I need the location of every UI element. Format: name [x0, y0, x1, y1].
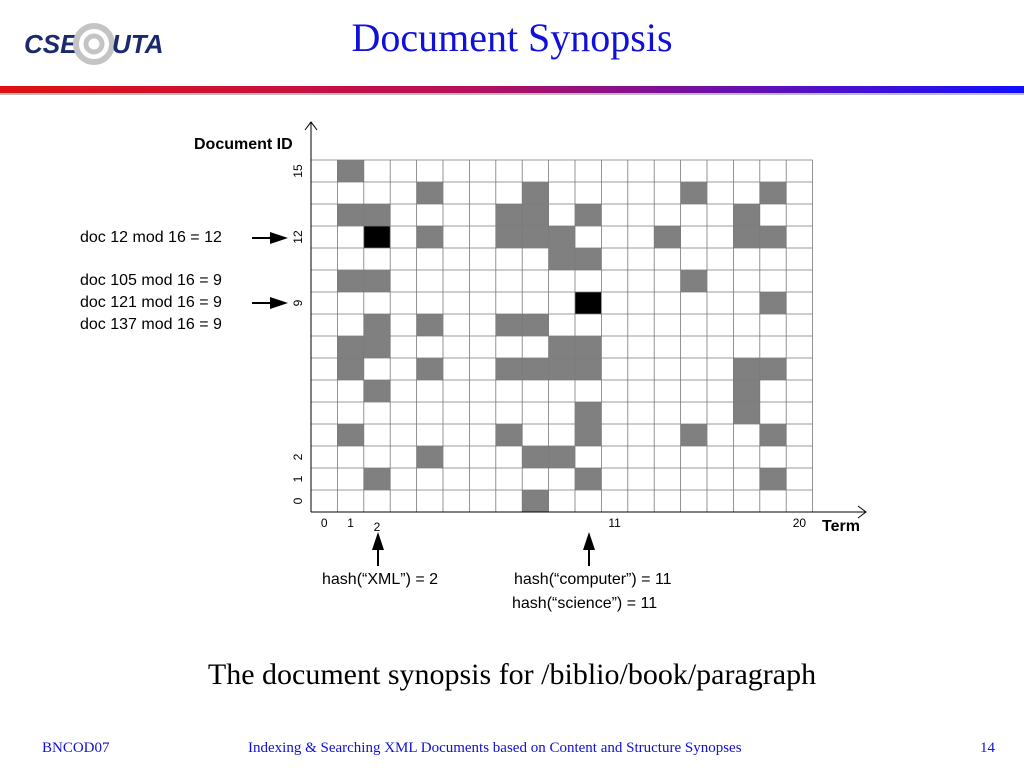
x-tick-label: 11	[608, 516, 621, 530]
grid-cell-filled	[548, 248, 575, 270]
grid-cell-filled	[680, 182, 707, 204]
grid-cell-filled	[522, 358, 549, 380]
doc-note-137: doc 137 mod 16 = 9	[80, 316, 222, 333]
grid-cell-filled	[575, 424, 602, 446]
grid-cell-filled	[522, 182, 549, 204]
grid-cell-filled	[522, 204, 549, 226]
grid-cell-filled	[575, 358, 602, 380]
footer-talk-title: Indexing & Searching XML Documents based…	[248, 740, 742, 756]
pointer-arrow-doc-9-head	[270, 297, 288, 309]
title-divider-shadow	[0, 93, 1024, 95]
grid-cell-filled	[363, 204, 391, 226]
y-tick-label: 0	[291, 497, 305, 505]
grid-cell-filled	[363, 468, 391, 490]
grid-cell-filled	[495, 226, 523, 248]
slide-title: Document Synopsis	[351, 15, 673, 60]
grid-cell-filled	[416, 182, 443, 204]
x-tick-label: 0	[320, 516, 328, 530]
grid-cell-filled	[416, 314, 443, 336]
grid-cell-filled	[337, 204, 364, 226]
logo-text-uta: UTA	[112, 29, 164, 59]
grid-cell-filled	[733, 204, 760, 226]
logo-text-cse: CSE	[24, 29, 78, 59]
grid-cell-filled	[522, 314, 549, 336]
doc-note-121: doc 121 mod 16 = 9	[80, 294, 222, 311]
grid-cell-filled	[759, 468, 787, 490]
title-divider	[0, 86, 1024, 93]
grid-cell-filled	[548, 358, 575, 380]
hash-label-science: hash(“science”) = 11	[512, 595, 658, 612]
grid-cell-filled	[363, 380, 391, 402]
pointer-arrow-term-11-head	[583, 532, 595, 550]
grid-cell-filled	[575, 204, 602, 226]
hash-label-xml: hash(“XML”) = 2	[322, 571, 439, 588]
grid-cell-filled	[363, 314, 391, 336]
grid-cell-filled	[680, 424, 707, 446]
grid-cell-filled	[337, 358, 364, 380]
slide-caption: The document synopsis for /biblio/book/p…	[207, 658, 817, 691]
grid-cell-filled	[759, 182, 787, 204]
grid-cell-filled	[522, 446, 549, 468]
grid-cell-filled	[495, 314, 523, 336]
grid-cell-filled	[654, 226, 681, 248]
doc-note-105: doc 105 mod 16 = 9	[80, 272, 222, 289]
grid-cell-filled	[733, 226, 760, 248]
grid-cell-filled	[522, 490, 549, 512]
cse-uta-logo: CSE UTA	[24, 23, 164, 65]
hash-label-computer: hash(“computer”) = 11	[514, 571, 672, 588]
grid-cell-filled	[522, 226, 549, 248]
grid-cell-filled	[548, 336, 575, 358]
x-axis-arrowhead	[857, 505, 867, 519]
y-tick-label: 12	[291, 230, 305, 244]
grid-cell-filled	[337, 160, 364, 182]
grid-cell-filled	[680, 270, 707, 292]
y-tick-label: 9	[291, 299, 305, 307]
grid-cell-filled	[337, 336, 364, 358]
grid-cell-filled	[363, 336, 391, 358]
grid-cell-filled	[575, 336, 602, 358]
grid-cell-filled	[575, 402, 602, 424]
x-tick-label: 1	[347, 516, 354, 530]
grid-cell-filled	[733, 358, 760, 380]
grid-cell-filled	[337, 424, 364, 446]
grid-cell-filled	[337, 270, 364, 292]
footer-page-number: 14	[980, 740, 995, 756]
grid-cell-filled	[759, 226, 787, 248]
footer-conference: BNCOD07	[42, 740, 110, 756]
grid-cell-filled	[575, 468, 602, 490]
at-sign-logo-icon	[73, 23, 115, 65]
x-tick-label: 2	[373, 520, 381, 534]
doc-note-12: doc 12 mod 16 = 12	[80, 229, 222, 246]
grid-cell-highlighted	[363, 226, 391, 248]
y-tick-label: 15	[291, 164, 305, 178]
pointer-arrow-doc-12-head	[270, 232, 288, 244]
grid-cell-filled	[733, 380, 760, 402]
y-tick-label: 2	[291, 453, 305, 461]
grid-cell-filled	[416, 226, 443, 248]
y-axis-arrowhead	[304, 121, 318, 131]
y-tick-label: 1	[291, 475, 305, 483]
grid-cell-filled	[548, 226, 575, 248]
grid-cell-filled	[575, 248, 602, 270]
grid-cell-filled	[759, 424, 787, 446]
x-tick-label: 20	[792, 516, 807, 530]
grid-cell-filled	[363, 270, 391, 292]
grid-cell-filled	[495, 204, 523, 226]
x-axis-label: Term	[822, 518, 860, 535]
grid-cell-filled	[416, 446, 443, 468]
y-axis-label: Document ID	[194, 136, 293, 153]
grid-cell-filled	[548, 446, 575, 468]
grid-cell-filled	[495, 358, 523, 380]
grid-cell-filled	[759, 292, 787, 314]
grid-cell-highlighted	[575, 292, 602, 314]
grid-cell-filled	[495, 424, 523, 446]
grid-cell-filled	[733, 402, 760, 424]
pointer-arrow-term-2-head	[372, 532, 384, 550]
grid-cell-filled	[759, 358, 787, 380]
grid-cell-filled	[416, 358, 443, 380]
